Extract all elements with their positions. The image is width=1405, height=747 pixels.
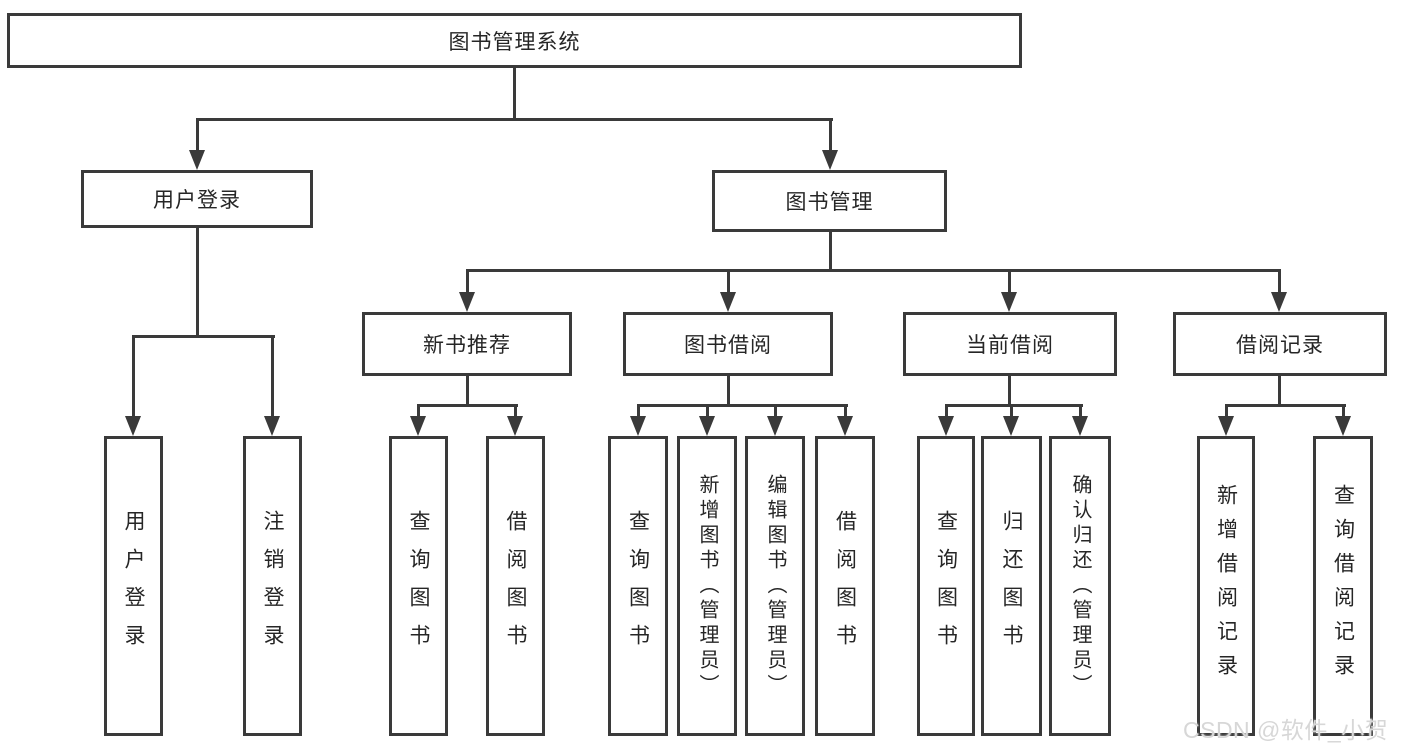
connector-recommend-bus [417, 404, 518, 407]
arrowhead-current [1001, 292, 1017, 312]
leaf-add-borrow-record-label: 新增借阅记录 [1214, 484, 1238, 688]
connector-drop-bor-add [706, 404, 709, 418]
leaf-add-borrow-record: 新增借阅记录 [1197, 436, 1255, 736]
connector-drop-cur-return [1010, 404, 1013, 418]
connector-drop-cur-query [945, 404, 948, 418]
arrowhead-rec-query [410, 416, 426, 436]
leaf-borrow-borrow-books-label: 借阅图书 [833, 510, 857, 662]
leaf-add-books-admin: 新增图书（管理员） [677, 436, 737, 736]
arrowhead-borrow [720, 292, 736, 312]
connector-borrow-bus [637, 404, 848, 407]
arrowhead-user-login [189, 150, 205, 170]
arrowhead-bor-query [630, 416, 646, 436]
connector-drop-rec-borrow [514, 404, 517, 418]
connector-borrow-stub [727, 374, 730, 407]
arrowhead-bor-borrow [837, 416, 853, 436]
connector-user-login-stub [196, 226, 199, 337]
leaf-user-login: 用户登录 [104, 436, 163, 736]
connector-drop-records [1278, 269, 1281, 295]
leaf-recommend-borrow-books-label: 借阅图书 [504, 510, 527, 662]
arrowhead-leaf-user-login [125, 416, 141, 436]
node-book-management-group: 图书管理 [712, 170, 947, 232]
connector-drop-bor-edit [774, 404, 777, 418]
node-borrow-records: 借阅记录 [1173, 312, 1387, 376]
arrowhead-cur-confirm [1072, 416, 1088, 436]
connector-root-stub [513, 66, 516, 119]
leaf-return-books-label: 归还图书 [1000, 510, 1023, 662]
arrowhead-recommend [459, 292, 475, 312]
leaf-borrow-query-books-label: 查询图书 [626, 510, 650, 662]
node-user-login-group: 用户登录 [81, 170, 313, 228]
csdn-watermark: CSDN @软件_小贺同学 [1183, 717, 1389, 743]
arrowhead-records [1271, 292, 1287, 312]
arrowhead-bor-add [699, 416, 715, 436]
leaf-user-login-label: 用户登录 [122, 510, 145, 662]
connector-level3-bus [466, 269, 1281, 272]
connector-drop-cur-confirm [1079, 404, 1082, 418]
arrowhead-cur-return [1003, 416, 1019, 436]
leaf-recommend-query-books-label: 查询图书 [407, 510, 430, 662]
connector-book-mgmt-stub [829, 230, 832, 272]
leaf-recommend-query-books: 查询图书 [389, 436, 448, 736]
leaf-logout-label: 注销登录 [261, 510, 284, 662]
connector-drop-recd-query [1342, 404, 1345, 418]
arrowhead-rec-borrow [507, 416, 523, 436]
connector-recommend-stub [466, 374, 469, 407]
node-current-borrow: 当前借阅 [903, 312, 1117, 376]
connector-records-stub [1278, 374, 1281, 407]
connector-user-login-bus [132, 335, 275, 338]
node-book-borrow: 图书借阅 [623, 312, 833, 376]
leaf-query-borrow-record: 查询借阅记录 [1313, 436, 1373, 736]
arrowhead-recd-add [1218, 416, 1234, 436]
leaf-borrow-borrow-books: 借阅图书 [815, 436, 875, 736]
arrowhead-bor-edit [767, 416, 783, 436]
leaf-current-query-books-label: 查询图书 [934, 510, 958, 662]
connector-drop-user-login [196, 118, 199, 152]
connector-drop-current [1008, 269, 1011, 295]
arrowhead-cur-query [938, 416, 954, 436]
connector-current-stub [1008, 374, 1011, 407]
connector-drop-bor-query [637, 404, 640, 418]
leaf-query-borrow-record-label: 查询借阅记录 [1331, 484, 1355, 688]
connector-current-bus [945, 404, 1083, 407]
arrowhead-recd-query [1335, 416, 1351, 436]
connector-drop-leaf-logout [271, 335, 274, 418]
connector-drop-book-mgmt [829, 118, 832, 152]
node-new-book-recommend: 新书推荐 [362, 312, 572, 376]
leaf-edit-books-admin-label: 编辑图书（管理员） [764, 473, 786, 699]
connector-drop-leaf-user-login [132, 335, 135, 418]
connector-level2-bus [196, 118, 833, 121]
connector-drop-recommend [466, 269, 469, 295]
leaf-borrow-query-books: 查询图书 [608, 436, 668, 736]
connector-drop-bor-borrow [844, 404, 847, 418]
arrowhead-book-mgmt [822, 150, 838, 170]
connector-drop-rec-query [417, 404, 420, 418]
arrowhead-leaf-logout [264, 416, 280, 436]
node-root-library-system: 图书管理系统 [7, 13, 1022, 68]
leaf-edit-books-admin: 编辑图书（管理员） [745, 436, 805, 736]
connector-drop-recd-add [1225, 404, 1228, 418]
leaf-recommend-borrow-books: 借阅图书 [486, 436, 545, 736]
leaf-add-books-admin-label: 新增图书（管理员） [696, 473, 718, 699]
leaf-current-query-books: 查询图书 [917, 436, 975, 736]
leaf-confirm-return-admin: 确认归还（管理员） [1049, 436, 1111, 736]
connector-records-bus [1225, 404, 1346, 407]
connector-drop-borrow [727, 269, 730, 295]
leaf-confirm-return-admin-label: 确认归还（管理员） [1069, 473, 1091, 699]
leaf-return-books: 归还图书 [981, 436, 1042, 736]
leaf-logout: 注销登录 [243, 436, 302, 736]
